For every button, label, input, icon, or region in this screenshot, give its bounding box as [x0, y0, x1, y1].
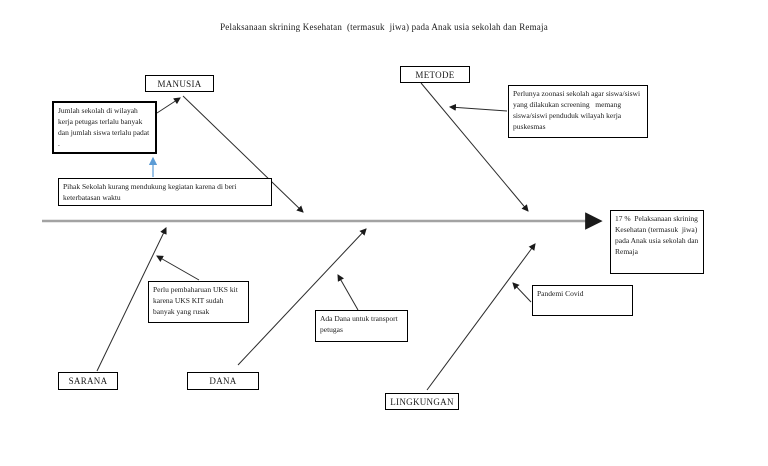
- lingkungan-bone-line: [426, 243, 536, 391]
- cause-box-pihak-sekolah: Pihak Sekolah kurang mendukung kegiatan …: [58, 178, 272, 206]
- metode-bone-line: [420, 82, 529, 212]
- category-box-sarana: SARANA: [58, 372, 118, 390]
- category-label-sarana: SARANA: [68, 376, 108, 386]
- category-label-metode: METODE: [415, 69, 455, 80]
- perlunya-zonasi-arrow: [448, 103, 508, 112]
- category-label-dana: DANA: [209, 376, 237, 386]
- category-box-lingkungan: LINGKUNGAN: [385, 393, 459, 410]
- dana-bone-line: [237, 228, 367, 366]
- category-box-metode: METODE: [400, 66, 470, 83]
- category-box-manusia: MANUSIA: [145, 75, 214, 92]
- effect-box: 17 % Pelaksanaan skrining Kesehatan (ter…: [610, 210, 704, 274]
- cause-box-jumlah-sekolah: Jumlah sekolah di wilayah kerja petugas …: [52, 101, 157, 154]
- ada-dana-arrow: [337, 274, 359, 311]
- jumlah-sekolah-arrow: [156, 97, 181, 114]
- cause-box-pandemi-covid: Pandemi Covid: [532, 285, 633, 316]
- uks-kit-arrow: [156, 255, 200, 281]
- category-box-dana: DANA: [187, 372, 259, 390]
- category-label-lingkungan: LINGKUNGAN: [390, 396, 454, 407]
- sarana-bone-line: [96, 227, 167, 372]
- manusia-bone-line: [182, 95, 304, 213]
- category-label-manusia: MANUSIA: [157, 78, 202, 89]
- pandemi-covid-arrow: [512, 282, 532, 303]
- diagram-title: Pelaksanaan skrining Kesehatan (termasuk…: [220, 22, 548, 32]
- cause-box-ada-dana: Ada Dana untuk transport petugas: [315, 310, 408, 342]
- cause-box-uks-kit: Perlu pembaharuan UKS kit karena UKS KIT…: [148, 281, 249, 323]
- cause-box-perlunya-zonasi: Perlunya zoonasi sekolah agar siswa/sisw…: [508, 85, 648, 138]
